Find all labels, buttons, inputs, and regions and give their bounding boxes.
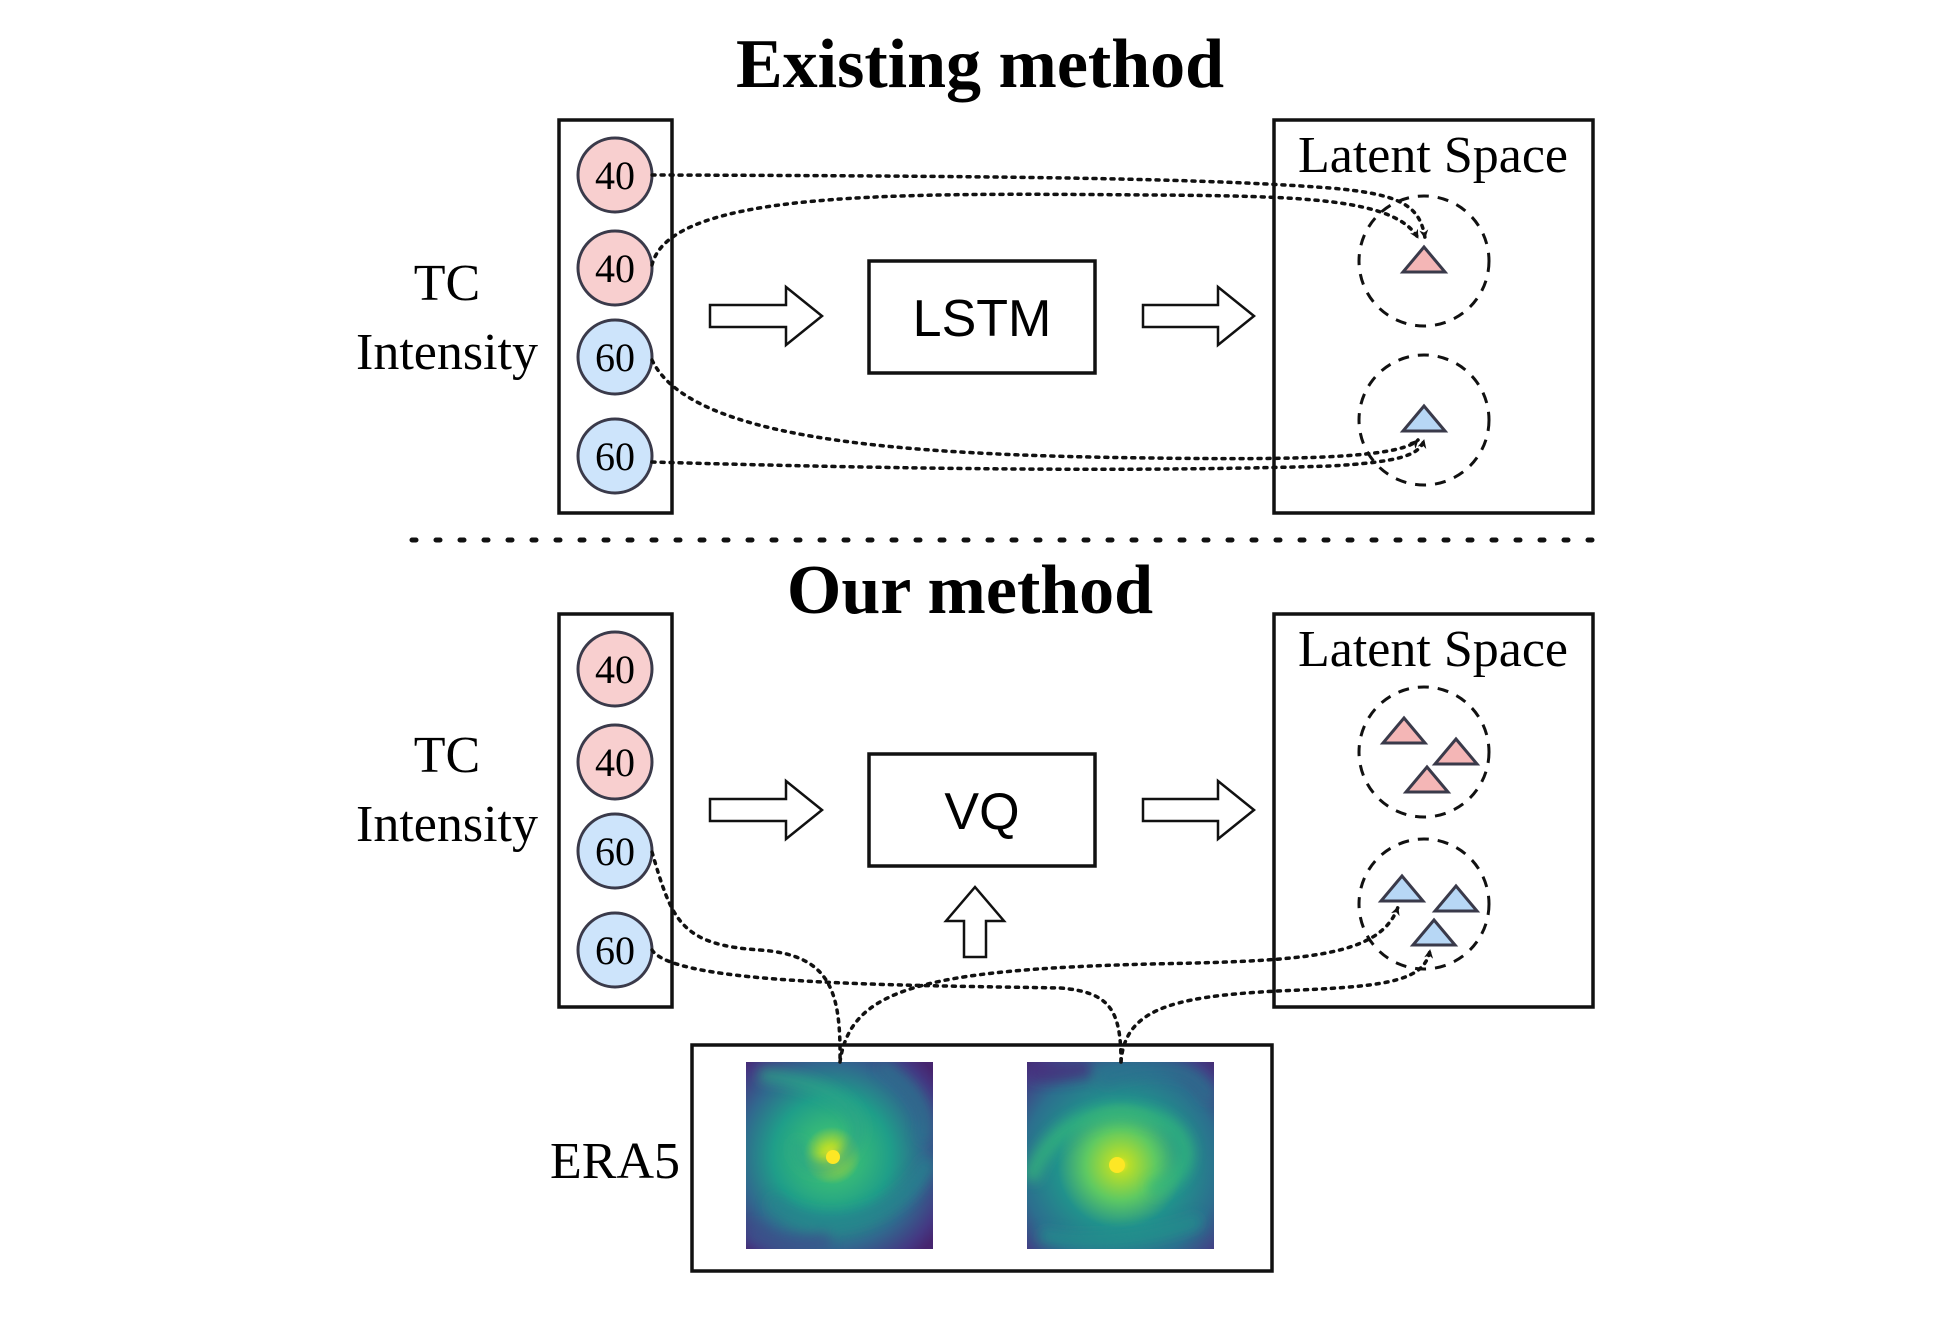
vq-label: VQ: [944, 783, 1019, 841]
triangle-icon: [1402, 764, 1452, 794]
era5-label: ERA5: [550, 1133, 680, 1190]
lstm-box: [867, 259, 1097, 375]
intensity-node-value: 60: [595, 434, 635, 479]
hollow-right-arrow-icon: [708, 284, 824, 348]
dotted-link: [650, 948, 1123, 1064]
latent-space-box: [1272, 118, 1595, 515]
intensity-node: 60: [576, 318, 654, 396]
cyclone-heatmap-image: [1027, 1062, 1214, 1249]
triangle-icon: [1399, 244, 1449, 274]
red-cluster-circle: [1357, 685, 1491, 819]
tc-intensity-label-line2: Intensity: [356, 796, 538, 853]
triangle-icon: [1409, 917, 1459, 947]
intensity-node-value: 40: [595, 246, 635, 291]
intensity-node: 60: [576, 812, 654, 890]
dotted-link: [650, 358, 1420, 461]
red-cluster-circle: [1357, 194, 1491, 328]
intensity-node-value: 60: [595, 829, 635, 874]
hollow-right-arrow-icon: [708, 778, 824, 842]
tc-intensity-label-line2: Intensity: [356, 324, 538, 381]
intensity-node: 40: [576, 630, 654, 708]
hollow-right-arrow-icon: [1141, 284, 1256, 348]
blue-cluster-circle: [1357, 353, 1491, 487]
cyclone-heatmap-image: [746, 1062, 933, 1249]
intensity-node: 40: [576, 136, 654, 214]
intensity-node-value: 60: [595, 335, 635, 380]
tc-intensity-label-line1: TC: [414, 727, 480, 784]
vq-box: [867, 752, 1097, 868]
dotted-link: [650, 173, 1429, 240]
our-method-panel: Our method TC Intensity 40 40 60 60 VQ L…: [356, 552, 1595, 1273]
triangle-icon: [1399, 403, 1449, 433]
triangle-icon: [1431, 883, 1481, 913]
intensity-node: 40: [576, 723, 654, 801]
dotted-link: [1119, 948, 1434, 1064]
intensity-node-value: 40: [595, 153, 635, 198]
intensity-node: 60: [576, 911, 654, 989]
dotted-link: [650, 192, 1420, 267]
triangle-icon: [1379, 715, 1429, 745]
our-method-title: Our method: [787, 552, 1153, 629]
intensity-node-value: 40: [595, 647, 635, 692]
hollow-right-arrow-icon: [1141, 778, 1256, 842]
intensity-node-circle: [576, 229, 654, 307]
intensity-node-circle: [576, 318, 654, 396]
triangle-icon: [1431, 736, 1481, 766]
latent-space-label: Latent Space: [1298, 621, 1568, 678]
intensity-node-value: 40: [595, 740, 635, 785]
intensity-node: 60: [576, 417, 654, 495]
latent-space-label: Latent Space: [1298, 127, 1568, 184]
intensity-node: 40: [576, 229, 654, 307]
tc-intensity-label-line1: TC: [414, 255, 480, 312]
triangle-icon: [1377, 873, 1427, 903]
intensity-node-value: 60: [595, 928, 635, 973]
existing-method-panel: Existing method TC Intensity 40 40 60 60…: [356, 26, 1595, 515]
intensity-node-circle: [576, 630, 654, 708]
hollow-up-arrow-icon: [943, 885, 1007, 959]
dotted-link: [650, 850, 842, 1064]
existing-method-title: Existing method: [736, 26, 1224, 103]
blue-cluster-circle: [1357, 837, 1491, 971]
intensity-node-circle: [576, 723, 654, 801]
dotted-link: [650, 438, 1427, 472]
dotted-link: [838, 905, 1400, 1064]
intensity-node-circle: [576, 417, 654, 495]
lstm-label: LSTM: [913, 290, 1052, 348]
